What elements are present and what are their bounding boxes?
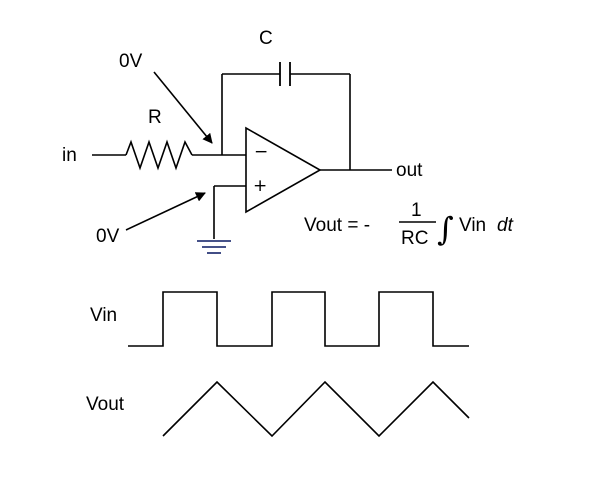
- formula-integrand: Vin: [459, 215, 486, 236]
- vout-triangle-wave: [162, 380, 470, 438]
- capacitor-label: C: [259, 28, 273, 49]
- formula-lhs: Vout = -: [304, 215, 370, 236]
- formula-numerator: 1: [411, 200, 422, 221]
- input-label: in: [62, 145, 77, 166]
- zero-volt-top-label: 0V: [119, 51, 143, 72]
- resistor-label: R: [148, 107, 162, 128]
- output-label: out: [396, 160, 423, 181]
- vout-waveform-label: Vout: [86, 394, 125, 415]
- non-inverting-input-sign: +: [253, 176, 267, 196]
- integral-sign: ∫: [437, 210, 454, 248]
- integrator-formula: Vout = - 1 RC ∫ Vin dt: [304, 200, 514, 249]
- resistor-zigzag: [125, 139, 193, 171]
- vin-waveform-label: Vin: [90, 305, 117, 326]
- top-zero-volt-arrow: [153, 71, 213, 144]
- inverting-input-sign: −: [254, 142, 268, 162]
- bottom-zero-volt-arrow: [125, 192, 206, 231]
- vin-square-wave: [128, 291, 469, 347]
- zero-volt-bottom-label: 0V: [96, 226, 120, 247]
- formula-denominator: RC: [401, 228, 428, 249]
- ground-icon: [197, 240, 231, 254]
- op-amp-triangle: [245, 126, 322, 214]
- formula-differential: dt: [497, 215, 514, 236]
